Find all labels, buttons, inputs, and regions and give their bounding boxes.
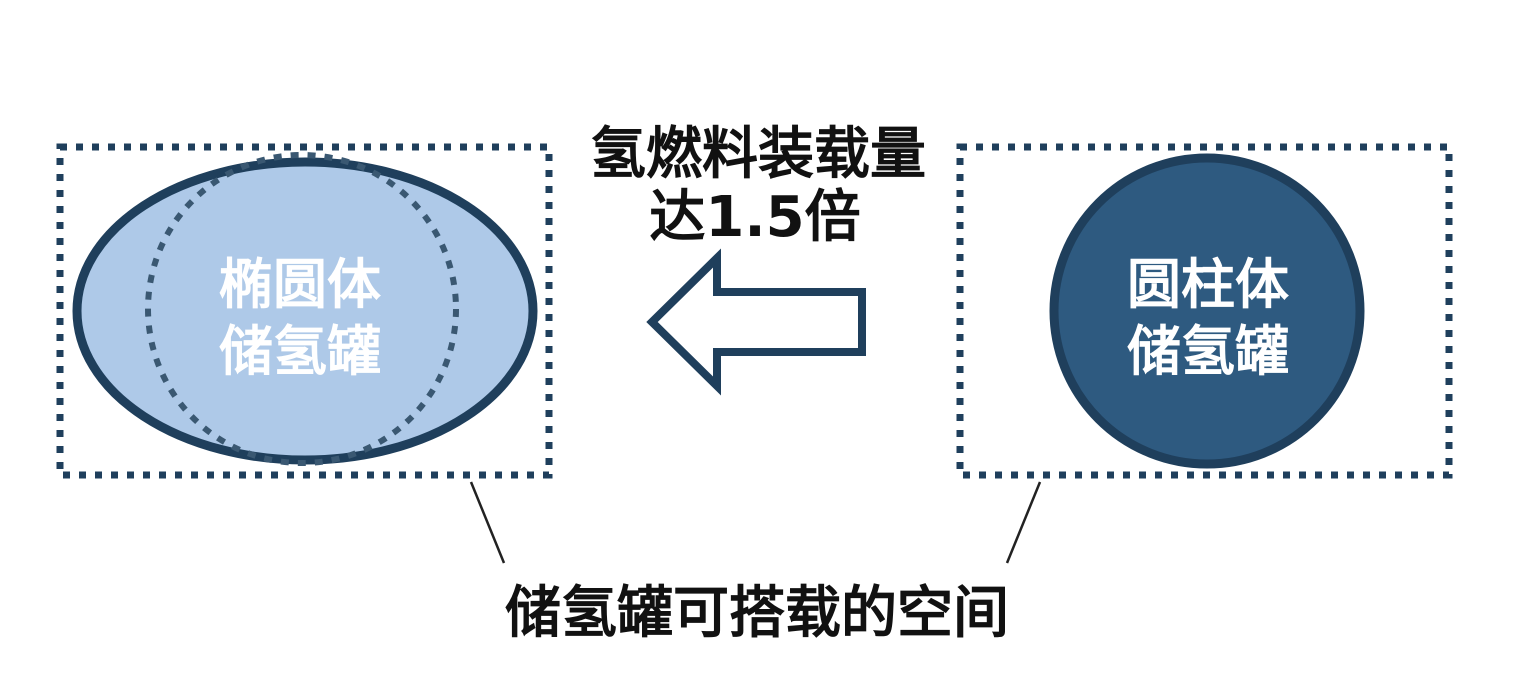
right-tank-label-line1: 圆柱体 [1127, 253, 1289, 316]
left-arrow [646, 248, 866, 396]
cylinder-outline-dashed [145, 152, 459, 466]
capacity-label-line2: 达1.5倍 [649, 185, 860, 250]
capacity-label-line1: 氢燃料装载量 [590, 122, 926, 187]
cylinder-tank [1049, 153, 1365, 469]
callout-line-right [1005, 481, 1042, 564]
right-space-box [956, 143, 1453, 479]
callout-line-left [469, 481, 506, 564]
left-tank-label-line2: 储氢罐 [219, 320, 381, 383]
space-label: 储氢罐可搭载的空间 [505, 581, 1009, 646]
right-tank-label-line2: 储氢罐 [1127, 320, 1289, 383]
left-space-box [56, 143, 553, 479]
left-tank-label-line1: 椭圆体 [219, 253, 381, 316]
